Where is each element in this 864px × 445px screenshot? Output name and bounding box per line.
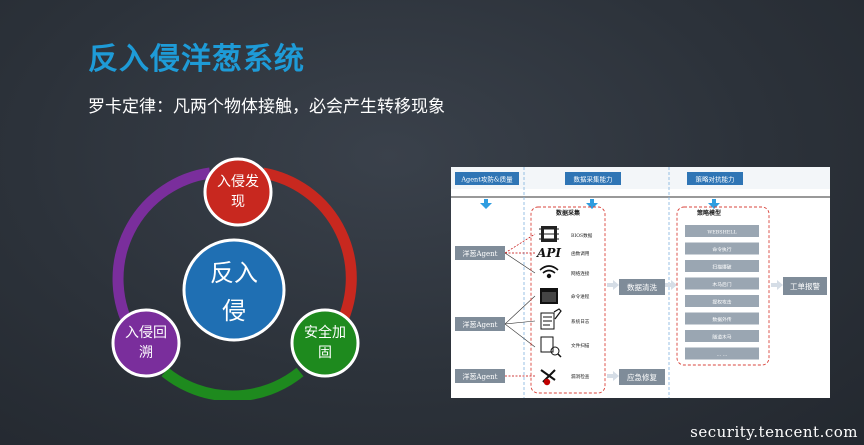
right-arrow-icon bbox=[607, 371, 619, 381]
strategy-item-label: ... ... bbox=[717, 353, 728, 358]
collection-group bbox=[530, 206, 606, 394]
strategy-item-box bbox=[685, 277, 759, 290]
ring-segment-purple bbox=[112, 167, 211, 333]
agent-label: 洋葱Agent bbox=[463, 249, 498, 258]
collection-item: 函数调用 bbox=[571, 250, 590, 257]
strategy-item-box bbox=[685, 225, 759, 237]
collection-item: 网络连接 bbox=[571, 270, 590, 277]
chip-icon bbox=[539, 226, 559, 242]
architecture-diagram: Agent攻防&质量 数据采集能力 策略对抗能力 洋葱Agent 洋葱Agent… bbox=[451, 167, 830, 398]
strategy-item-label: 提权攻击 bbox=[712, 298, 731, 305]
node-intrusion-detection[interactable] bbox=[203, 157, 273, 227]
bug-tool-icon bbox=[540, 369, 556, 386]
strategy-item-label: 数据外传 bbox=[712, 316, 731, 323]
ticket-alert-label: 工单报警 bbox=[790, 281, 820, 291]
footer-url: security.tencent.com bbox=[690, 423, 858, 441]
strategy-item-box bbox=[685, 242, 759, 255]
svg-text:API: API bbox=[536, 246, 561, 260]
collection-item: 命令进程 bbox=[571, 293, 590, 300]
agent-box bbox=[455, 369, 505, 383]
strategy-item-box bbox=[685, 312, 759, 325]
strategy-item-label: 木马后门 bbox=[712, 281, 731, 288]
header-collection-box bbox=[565, 172, 621, 185]
architecture-diagram-svg: Agent攻防&质量 数据采集能力 策略对抗能力 洋葱Agent 洋葱Agent… bbox=[451, 167, 830, 398]
agent-box bbox=[455, 246, 505, 260]
center-circle bbox=[182, 238, 286, 342]
center-label-line2: 侵 bbox=[222, 297, 246, 325]
down-arrow-icon bbox=[586, 199, 598, 209]
strategy-item-box bbox=[685, 330, 759, 342]
node-traceback-line1: 入侵回 bbox=[125, 324, 167, 341]
slide-subtitle: 罗卡定律：凡两个物体接触，必会产生转移现象 bbox=[88, 97, 445, 117]
ring-segment-red bbox=[262, 167, 357, 333]
strategy-item-label: WEBSHELL bbox=[707, 229, 737, 235]
strategy-title: 策略模型 bbox=[696, 209, 721, 217]
strategy-item-box bbox=[685, 295, 759, 307]
right-arrow-icon bbox=[665, 280, 677, 290]
node-security-hardening[interactable] bbox=[290, 308, 360, 378]
collection-title: 数据采集 bbox=[556, 209, 581, 217]
node-intrusion-traceback[interactable] bbox=[111, 308, 181, 378]
file-scan-icon bbox=[540, 336, 562, 358]
node-hardening-line2: 固 bbox=[318, 345, 332, 361]
wifi-icon bbox=[539, 265, 559, 279]
strategy-item-label: 扫描爆破 bbox=[712, 263, 731, 270]
node-detection-line2: 现 bbox=[231, 194, 245, 210]
header-collection-label: 数据采集能力 bbox=[574, 175, 613, 184]
slide-title: 反入侵洋葱系统 bbox=[88, 42, 305, 77]
emergency-fix-box bbox=[619, 369, 665, 385]
terminal-icon bbox=[540, 288, 558, 304]
collection-item: 系统日志 bbox=[571, 318, 590, 325]
node-traceback-line2: 溯 bbox=[139, 345, 153, 361]
strategy-item-label: 隧道木马 bbox=[712, 333, 731, 340]
node-detection-line1: 入侵发 bbox=[217, 173, 259, 190]
strategy-item-box bbox=[685, 347, 759, 360]
down-arrow-icon bbox=[480, 199, 492, 209]
right-arrow-icon bbox=[771, 280, 783, 290]
ticket-alert-box bbox=[783, 277, 827, 295]
right-arrow-icon bbox=[607, 280, 619, 290]
agent-label: 洋葱Agent bbox=[463, 372, 498, 381]
strategy-item-label: 命令执行 bbox=[712, 246, 731, 253]
header-agent-label: Agent攻防&质量 bbox=[460, 175, 513, 184]
log-file-icon bbox=[540, 308, 562, 330]
header-strategy-label: 策略对抗能力 bbox=[696, 175, 735, 184]
onion-cycle-diagram: 反入 侵 入侵发 现 安全加 固 入侵回 溯 bbox=[111, 157, 360, 400]
agent-box bbox=[455, 317, 505, 331]
collection-item: 漏洞检查 bbox=[571, 373, 590, 380]
ring-segment-green bbox=[161, 367, 304, 400]
node-hardening-line1: 安全加 bbox=[304, 324, 346, 341]
agent-connectors-solid bbox=[504, 252, 536, 348]
agent-connectors-dashed bbox=[504, 233, 536, 377]
data-clean-box bbox=[619, 279, 665, 295]
api-icon: API bbox=[536, 246, 561, 260]
collection-item: 文件扫描 bbox=[571, 342, 590, 349]
agent-label: 洋葱Agent bbox=[463, 320, 498, 329]
strategy-item-box bbox=[685, 260, 759, 272]
collection-item: BIOS数据 bbox=[571, 232, 593, 239]
center-label-line1: 反入 bbox=[210, 259, 258, 287]
header-agent-box bbox=[455, 172, 519, 185]
down-arrow-icon bbox=[708, 199, 720, 209]
header-strategy-box bbox=[687, 172, 743, 185]
emergency-fix-label: 应急修复 bbox=[627, 372, 657, 382]
data-clean-label: 数据清洗 bbox=[627, 282, 657, 292]
strategy-group bbox=[676, 206, 770, 366]
